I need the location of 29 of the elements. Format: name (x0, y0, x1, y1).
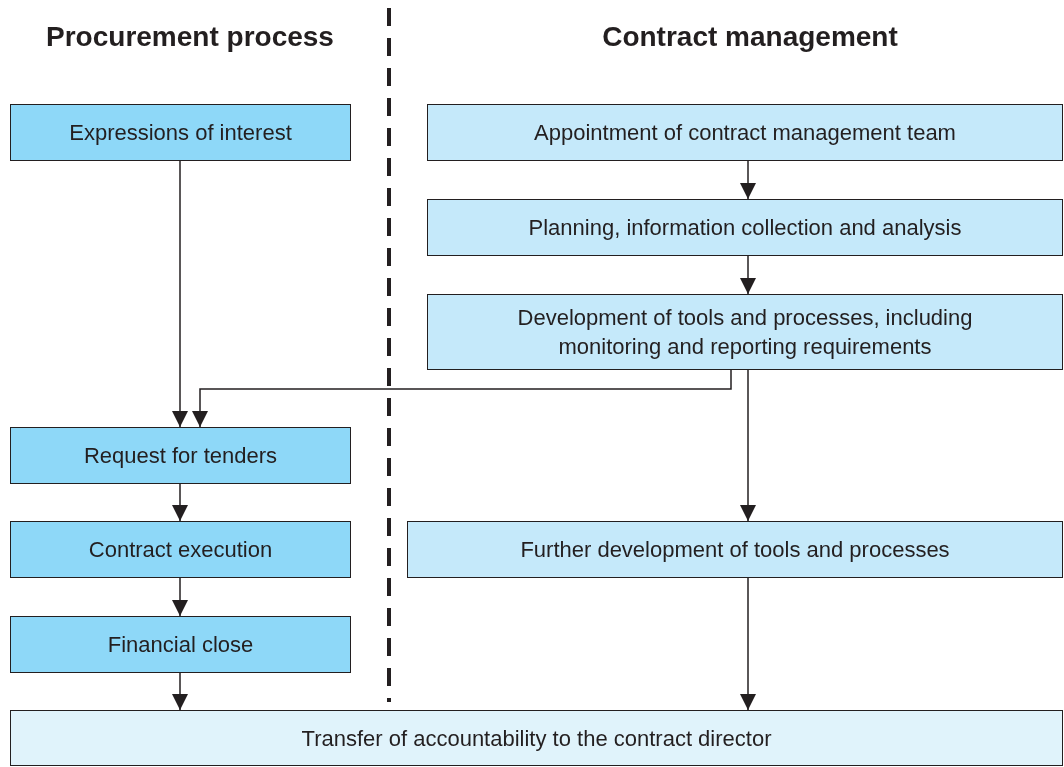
box-text: Planning, information collection and analysis (528, 214, 962, 242)
box-text: Development of tools and processes, including monitoring and reporting requirements (516, 304, 974, 361)
column-heading: Contract management (601, 20, 899, 54)
box-text: Further development of tools and processes (520, 536, 950, 564)
box-text: Request for tenders (83, 442, 278, 470)
process-box (407, 521, 1063, 578)
arrow (172, 672, 188, 711)
process-box (10, 427, 351, 484)
box-text: Financial close (107, 631, 254, 659)
arrow (740, 577, 756, 711)
process-box (10, 616, 351, 673)
process-box (10, 521, 351, 578)
arrow (740, 255, 756, 295)
arrow (172, 577, 188, 617)
process-box (10, 710, 1063, 766)
box-text: Expressions of interest (69, 119, 292, 147)
process-box (427, 294, 1063, 370)
process-box (427, 104, 1063, 161)
process-box (427, 199, 1063, 256)
arrow (172, 483, 188, 522)
arrow (172, 160, 188, 428)
process-box (10, 104, 351, 161)
arrow (740, 369, 756, 522)
arrow (740, 160, 756, 200)
box-text: Transfer of accountability to the contract director (301, 724, 772, 753)
box-text: Contract execution (88, 536, 273, 564)
box-text: Appointment of contract management team (534, 119, 956, 147)
arrow (192, 369, 732, 428)
column-heading: Procurement process (45, 20, 335, 54)
